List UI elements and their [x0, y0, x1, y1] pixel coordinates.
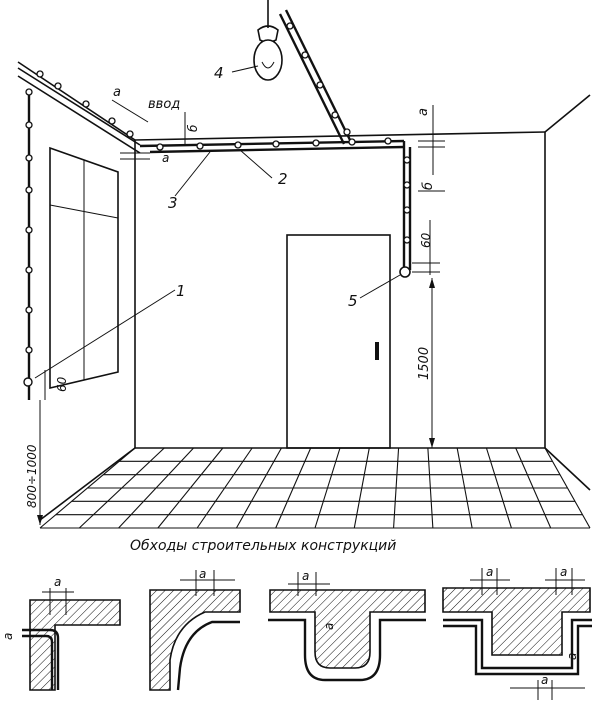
right-ceiling-edge — [544, 94, 591, 133]
insulator — [126, 130, 134, 138]
insulator — [331, 111, 339, 119]
right-floor-edge — [544, 447, 591, 491]
left-ceiling-edge — [17, 61, 136, 141]
insulator — [196, 142, 204, 150]
callout-3: 3 — [168, 194, 178, 212]
insulator — [25, 226, 33, 234]
door — [286, 234, 391, 449]
detail4-a-bottom: a — [541, 673, 548, 687]
window — [49, 146, 119, 390]
insulator — [403, 181, 411, 189]
insulator — [272, 140, 280, 148]
detail4-a-right: a — [560, 565, 567, 579]
insulator — [403, 206, 411, 214]
detail4-a-left: a — [486, 565, 493, 579]
label-a-right: a — [416, 108, 431, 116]
insulators — [25, 22, 411, 354]
detail1-a-vert: a — [1, 633, 15, 640]
callout-1: 1 — [176, 282, 186, 300]
labels: ввод a a б a б 60 1500 800÷1000 60 1 2 3… — [25, 64, 436, 554]
insulator — [343, 128, 351, 136]
insulator — [403, 236, 411, 244]
insulator — [108, 117, 116, 125]
insulator — [82, 100, 90, 108]
insulator — [403, 156, 411, 164]
label-1500: 1500 — [417, 347, 432, 380]
insulator — [25, 88, 33, 96]
floor-tiles — [39, 447, 591, 529]
caption: Обходы строительных конструкций — [130, 538, 396, 554]
insulator — [234, 141, 242, 149]
detail-double-beam-bypass: a a a a — [442, 565, 592, 700]
insulator — [25, 306, 33, 314]
leader-4 — [231, 65, 259, 73]
insulator — [384, 137, 392, 145]
detail-inside-corner: a — [149, 567, 241, 691]
dimensions — [34, 65, 445, 525]
detail1-a: a — [54, 575, 61, 589]
insulator — [36, 70, 44, 78]
callout-2: 2 — [278, 170, 288, 188]
insulator — [25, 154, 33, 162]
label-800-1000: 800÷1000 — [25, 444, 39, 508]
insulator — [54, 82, 62, 90]
insulator — [25, 346, 33, 354]
insulator — [25, 121, 33, 129]
label-60-left: 60 — [55, 376, 69, 392]
door-handle — [375, 342, 379, 360]
insulator — [25, 266, 33, 274]
label-60-right: 60 — [419, 232, 433, 248]
lamp-fixture — [253, 0, 283, 81]
insulator — [25, 186, 33, 194]
socket — [23, 377, 33, 387]
leader-2 — [239, 149, 273, 179]
detail4-a-vert: a — [565, 653, 579, 660]
detail3-a-vert: a — [322, 623, 336, 630]
insulator — [348, 138, 356, 146]
switch-box — [399, 266, 411, 278]
detail2-a: a — [199, 567, 206, 581]
insulator — [156, 143, 164, 151]
insulator — [286, 22, 294, 30]
detail-corner-bypass: a a — [1, 575, 121, 691]
detail-beam-bypass: a a — [268, 569, 426, 682]
detail3-a: a — [302, 569, 309, 583]
label-a-top-left: a — [113, 85, 121, 100]
insulator — [316, 81, 324, 89]
insulator — [301, 51, 309, 59]
label-b-left: б — [186, 124, 200, 132]
left-floor-edge — [39, 447, 136, 521]
label-a-left: a — [162, 151, 169, 165]
insulator — [312, 139, 320, 147]
callout-4: 4 — [214, 64, 224, 82]
leader-3 — [174, 151, 211, 197]
leader-1 — [34, 289, 176, 379]
label-b-right: б — [421, 182, 436, 190]
leader-5 — [359, 274, 401, 299]
label-vvod: ввод — [148, 97, 180, 112]
callout-5: 5 — [348, 292, 358, 310]
